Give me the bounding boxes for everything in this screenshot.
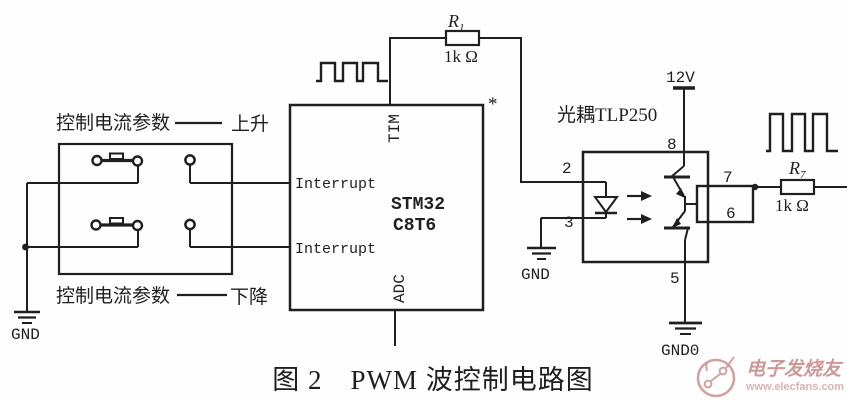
transistor-pair-icon [664, 165, 697, 241]
pin2-label: 2 [562, 160, 572, 178]
mcu-pin-adc: ADC [391, 274, 409, 303]
pushbutton-cap-icon [109, 152, 124, 160]
wires-left [25, 165, 290, 312]
pin67-box [695, 184, 755, 224]
ground-symbol-gnd0 [669, 321, 702, 335]
mcu-pin-interrupt-1: Interrupt [295, 176, 376, 193]
switch-up [91, 152, 196, 167]
led-icon [593, 182, 619, 218]
pin5-label: 5 [670, 270, 680, 288]
switch-box [57, 142, 234, 276]
resistor-body-icon [444, 29, 481, 47]
switch-terminal [184, 218, 196, 231]
gnd0-label: GND0 [661, 342, 699, 360]
label-fall: 下降 [230, 286, 268, 308]
control-switch-block: 控制电流参数 上升 控制电流参数 下降 [11, 112, 290, 344]
ground-symbol-mid [527, 246, 556, 260]
pushbutton-cap-icon [109, 217, 124, 225]
pin7-label: 7 [723, 169, 733, 187]
pwm-waveform-output-icon [766, 112, 838, 153]
r1-resistor: R1 1k Ω [444, 11, 481, 66]
mcu-block: TIM Interrupt Interrupt STM32 C8T6 ADC * [288, 37, 606, 346]
mcu-box [288, 103, 485, 312]
figure-caption: 图 2 PWM 波控制电路图 [272, 365, 594, 395]
switch-terminal [184, 154, 196, 166]
junction-dot [22, 243, 29, 251]
elecfans-logo-icon [696, 356, 736, 398]
r7-value: 1k Ω [775, 196, 809, 215]
r1-name: R1 [447, 11, 465, 34]
watermark-brand: 电子发烧友 [746, 358, 844, 380]
pin6-label: 6 [726, 205, 736, 223]
gnd-left-label: GND [11, 326, 40, 344]
mcu-pin-tim: TIM [386, 114, 404, 143]
r7-resistor: R7 1k Ω [775, 158, 816, 215]
wire-pin3 [540, 217, 606, 248]
opto-title: 光耦TLP250 [557, 104, 657, 126]
star-mark: * [488, 94, 498, 115]
r7-name: R7 [788, 158, 806, 181]
watermark-url: www.elecfans.com [745, 381, 844, 393]
mcu-name-line2: C8T6 [393, 216, 436, 236]
opto-box [581, 150, 710, 264]
v12-label: 12V [666, 69, 695, 87]
switch-down [90, 217, 196, 232]
ground-symbol-left [14, 310, 40, 324]
resistor-body-icon [779, 178, 816, 196]
optocoupler-block: 光耦TLP250 12V 8 2 3 GND [521, 69, 847, 360]
light-arrows-icon [627, 191, 652, 224]
mcu-pin-interrupt-2: Interrupt [295, 241, 376, 258]
label-ctrl-top: 控制电流参数 [56, 112, 170, 134]
label-rise: 上升 [231, 113, 269, 135]
mcu-name-line1: STM32 [391, 195, 445, 215]
wires-mcu [389, 37, 606, 346]
label-ctrl-bottom: 控制电流参数 [56, 285, 170, 307]
gnd-mid-label: GND [521, 266, 550, 284]
r1-value: 1k Ω [444, 47, 478, 66]
pwm-waveform-input-icon [316, 61, 388, 83]
pin8-label: 8 [667, 136, 677, 154]
pin3-label: 3 [564, 214, 574, 232]
watermark: 电子发烧友 www.elecfans.com [696, 356, 844, 398]
